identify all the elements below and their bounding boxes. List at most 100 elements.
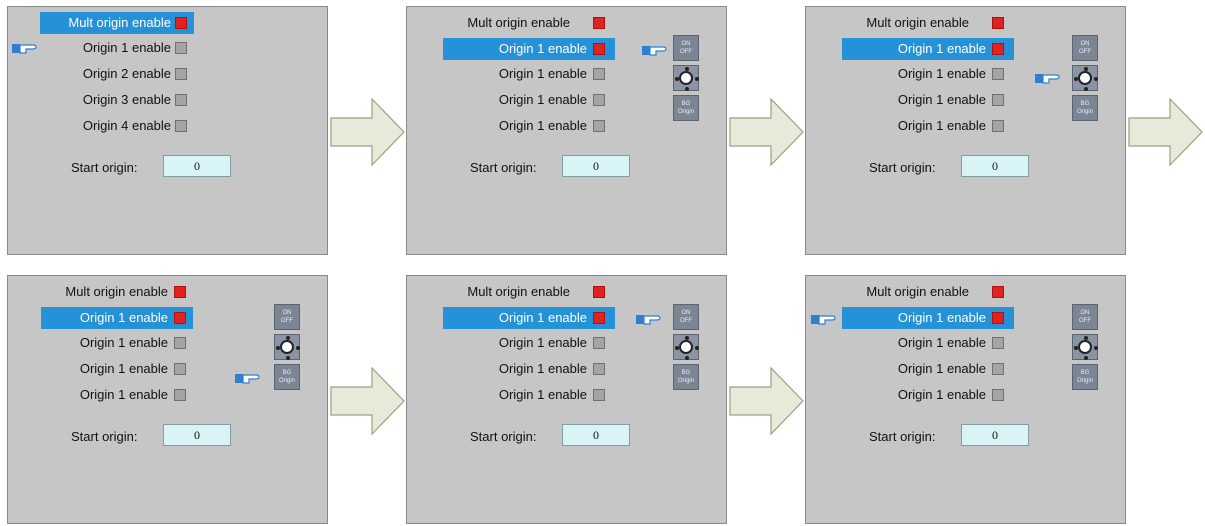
origin-1-enable-row[interactable]: Origin 1 enable	[8, 37, 268, 59]
origin-1-enable-row[interactable]: Origin 1 enable	[8, 307, 268, 329]
origin-label: Origin 1 enable	[897, 335, 986, 350]
origin-1-checkbox[interactable]	[992, 312, 1004, 324]
origin-checkbox[interactable]	[174, 389, 186, 401]
origin-1-enable-row[interactable]: Origin 1 enable	[806, 307, 1066, 329]
origin-row[interactable]: Origin 1 enable	[407, 358, 667, 380]
selection-highlight	[842, 307, 1014, 329]
origin-1-checkbox[interactable]	[992, 43, 1004, 55]
origin-checkbox[interactable]	[992, 120, 1004, 132]
origin-label: Origin 1 enable	[897, 387, 986, 402]
origin-row[interactable]: Origin 1 enable	[806, 384, 1066, 406]
mult-origin-checkbox[interactable]	[174, 286, 186, 298]
origin-4-checkbox[interactable]	[175, 120, 187, 132]
origin-checkbox[interactable]	[593, 389, 605, 401]
origin-label: Origin 1 enable	[498, 92, 587, 107]
selection-highlight	[842, 38, 1014, 60]
origin-2-enable-row[interactable]: Origin 2 enable	[8, 63, 268, 85]
mult-origin-checkbox[interactable]	[593, 286, 605, 298]
start-origin-label: Start origin:	[470, 160, 537, 175]
origin-label: Origin 1 enable	[897, 92, 986, 107]
origin-checkbox[interactable]	[174, 363, 186, 375]
origin-row[interactable]: Origin 1 enable	[806, 63, 1066, 85]
origin-label: Origin 1 enable	[897, 118, 986, 133]
mult-origin-enable-row[interactable]: Mult origin enable	[407, 281, 667, 303]
origin-checkbox[interactable]	[174, 337, 186, 349]
origin-3-enable-row[interactable]: Origin 3 enable	[8, 89, 268, 111]
origin-row[interactable]: Origin 1 enable	[407, 89, 667, 111]
pointing-hand-icon	[1035, 74, 1060, 84]
origin-checkbox[interactable]	[992, 68, 1004, 80]
origin-checkbox[interactable]	[593, 120, 605, 132]
start-origin-label: Start origin:	[470, 429, 537, 444]
origin-1-label: Origin 1 enable	[498, 41, 587, 56]
origin-row[interactable]: Origin 1 enable	[8, 358, 268, 380]
origin-checkbox[interactable]	[593, 337, 605, 349]
start-origin-label: Start origin:	[71, 429, 138, 444]
direction-pad-icon[interactable]	[673, 334, 699, 360]
origin-checkbox[interactable]	[992, 337, 1004, 349]
mult-origin-checkbox[interactable]	[992, 17, 1004, 29]
mult-origin-label: Mult origin enable	[866, 284, 969, 299]
mult-origin-label: Mult origin enable	[866, 15, 969, 30]
origin-checkbox[interactable]	[593, 94, 605, 106]
origin-1-checkbox[interactable]	[593, 43, 605, 55]
origin-row[interactable]: Origin 1 enable	[407, 63, 667, 85]
start-origin-field[interactable]: 0	[961, 424, 1029, 446]
origin-checkbox[interactable]	[593, 363, 605, 375]
origin-row[interactable]: Origin 1 enable	[806, 358, 1066, 380]
origin-row[interactable]: Origin 1 enable	[407, 115, 667, 137]
origin-label: Origin 1 enable	[79, 361, 168, 376]
direction-pad-icon[interactable]	[1072, 65, 1098, 91]
start-origin-field[interactable]: 0	[961, 155, 1029, 177]
mult-origin-label: Mult origin enable	[467, 284, 570, 299]
origin-row[interactable]: Origin 1 enable	[8, 332, 268, 354]
origin-row[interactable]: Origin 1 enable	[407, 332, 667, 354]
origin-row[interactable]: Origin 1 enable	[806, 115, 1066, 137]
origin-1-checkbox[interactable]	[174, 312, 186, 324]
origin-checkbox[interactable]	[992, 389, 1004, 401]
origin-1-checkbox[interactable]	[175, 42, 187, 54]
start-origin-field[interactable]: 0	[562, 155, 630, 177]
origin-row[interactable]: Origin 1 enable	[806, 332, 1066, 354]
selection-highlight	[41, 307, 193, 329]
origin-3-checkbox[interactable]	[175, 94, 187, 106]
origin-checkbox[interactable]	[593, 68, 605, 80]
mult-origin-enable-row[interactable]: Mult origin enable	[8, 281, 268, 303]
start-origin-field[interactable]: 0	[562, 424, 630, 446]
screen-step-5: Mult origin enable Origin 1 enable Origi…	[406, 275, 727, 524]
mult-origin-checkbox[interactable]	[593, 17, 605, 29]
mult-origin-checkbox[interactable]	[992, 286, 1004, 298]
origin-row[interactable]: Origin 1 enable	[407, 384, 667, 406]
origin-row[interactable]: Origin 1 enable	[8, 384, 268, 406]
origin-1-enable-row[interactable]: Origin 1 enable	[407, 38, 667, 60]
origin-1-enable-row[interactable]: Origin 1 enable	[806, 38, 1066, 60]
mult-origin-checkbox[interactable]	[175, 17, 187, 29]
direction-pad-icon[interactable]	[274, 334, 300, 360]
mult-origin-enable-row[interactable]: Mult origin enable	[407, 12, 667, 34]
origin-row[interactable]: Origin 1 enable	[806, 89, 1066, 111]
direction-pad-icon[interactable]	[673, 65, 699, 91]
origin-1-enable-row[interactable]: Origin 1 enable	[407, 307, 667, 329]
mult-origin-enable-row[interactable]: Mult origin enable	[8, 12, 268, 34]
origin-2-checkbox[interactable]	[175, 68, 187, 80]
origin-checkbox[interactable]	[992, 363, 1004, 375]
mult-origin-enable-row[interactable]: Mult origin enable	[806, 281, 1066, 303]
mult-origin-enable-row[interactable]: Mult origin enable	[806, 12, 1066, 34]
start-origin-field[interactable]: 0	[163, 155, 231, 177]
origin-label: Origin 1 enable	[498, 387, 587, 402]
origin-4-enable-row[interactable]: Origin 4 enable	[8, 115, 268, 137]
origin-checkbox[interactable]	[992, 94, 1004, 106]
start-origin-field[interactable]: 0	[163, 424, 231, 446]
direction-pad-icon[interactable]	[1072, 334, 1098, 360]
origin-1-checkbox[interactable]	[593, 312, 605, 324]
